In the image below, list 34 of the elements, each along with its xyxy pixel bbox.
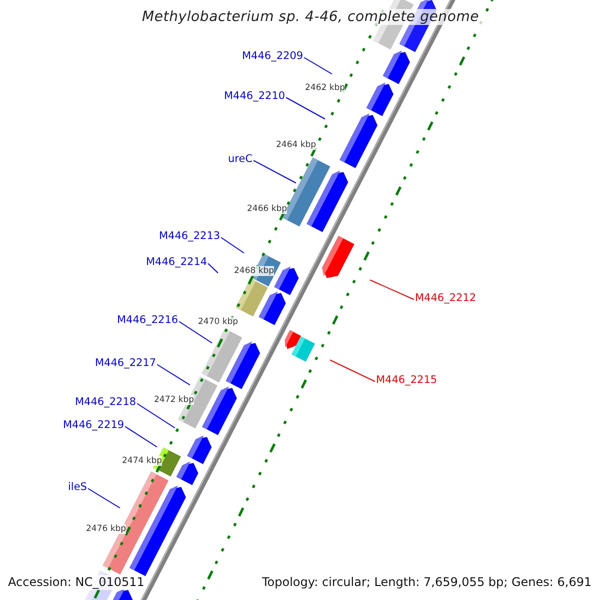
- leader-line: [208, 263, 218, 274]
- leader-line: [330, 360, 376, 382]
- gene-label: M446_2217: [95, 357, 156, 370]
- gene-label: M446_2218: [75, 396, 136, 409]
- tick-label: 2476 kbp: [86, 524, 126, 534]
- gene-label: M446_2219: [63, 419, 124, 432]
- leader-line: [178, 321, 212, 344]
- leader-line: [87, 488, 120, 508]
- leader-line: [156, 364, 190, 386]
- gene-label: M446_2216: [117, 314, 178, 327]
- leader-line: [304, 57, 332, 74]
- tick-label: 2472 kbp: [154, 395, 194, 405]
- tick-label: 2474 kbp: [122, 456, 162, 466]
- gene-label: ureC: [228, 153, 253, 166]
- tick-label: 2466 kbp: [247, 204, 288, 214]
- gene-label: M446_2212: [415, 292, 476, 305]
- gene-label: M446_2214: [146, 256, 208, 269]
- leader-line: [253, 160, 296, 184]
- gene-label: ileS: [68, 481, 87, 494]
- leader-line: [220, 237, 244, 254]
- footer-text: Accession: NC_010511: [8, 575, 144, 590]
- leader-line: [136, 403, 176, 428]
- gene-label: M446_2210: [224, 90, 286, 103]
- tick-label: 2468 kbp: [234, 266, 274, 276]
- gene-label: M446_2209: [242, 50, 304, 63]
- tick-label: 2470 kbp: [198, 317, 238, 327]
- gene-label: M446_2215: [376, 374, 438, 387]
- footer-text: Topology: circular; Length: 7,659,055 bp; Genes: 6,691: [262, 575, 592, 590]
- tick-label: 2464 kbp: [276, 140, 316, 150]
- leader-line: [370, 280, 414, 300]
- tick-label: 2462 kbp: [305, 83, 346, 93]
- leader-line: [124, 426, 158, 448]
- gene-label: M446_2213: [159, 230, 220, 243]
- leader-line: [286, 97, 326, 120]
